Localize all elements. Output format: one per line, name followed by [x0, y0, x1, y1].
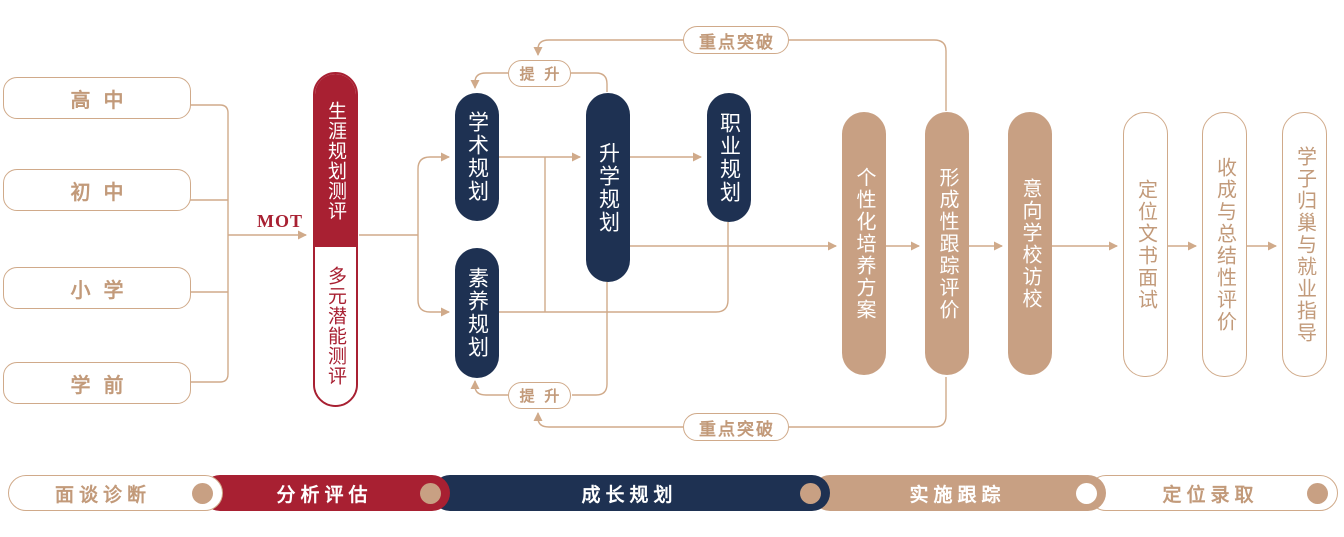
boost-top-badge: 提 升: [508, 60, 571, 87]
banner-label: 实施跟踪: [909, 484, 1006, 506]
node-formative-tracking: 形成性跟踪评价: [925, 112, 969, 375]
node-label: 素养规划: [465, 267, 490, 359]
boost-bottom-badge: 提 升: [508, 382, 571, 409]
node-employment-guidance: 学子归巢与就业指导: [1282, 112, 1327, 377]
node-career-planning: 职业规划: [707, 93, 751, 222]
career-assessment-label: 生涯规划测评: [325, 100, 346, 221]
banner-label: 成长规划: [581, 484, 678, 506]
stage-box-senior-high: 高中: [3, 77, 191, 119]
stage-box-primary: 小学: [3, 267, 191, 309]
banner-segment-analysis-evaluation: 分析评估: [202, 475, 450, 511]
node-school-visit: 意向学校访校: [1008, 112, 1052, 375]
boost-label: 提 升: [519, 389, 563, 405]
node-label: 学术规划: [465, 111, 490, 203]
assessment-pill: 生涯规划测评 多元潜能测评: [313, 72, 358, 407]
banner-label: 定位录取: [1162, 484, 1259, 506]
career-assessment-section: 生涯规划测评: [315, 74, 356, 247]
node-personalized-plan: 个性化培养方案: [842, 112, 886, 375]
node-label: 意向学校访校: [1019, 177, 1041, 310]
banner-segment-growth-planning: 成长规划: [432, 475, 830, 511]
banner-segment-implementation-tracking: 实施跟踪: [812, 475, 1106, 511]
breakthrough-top-badge: 重点突破: [683, 26, 789, 54]
breakthrough-bottom-badge: 重点突破: [683, 413, 789, 441]
stage-label: 小学: [70, 279, 137, 302]
banner-label: 面谈诊断: [54, 484, 151, 506]
node-label: 定位文书面试: [1134, 178, 1157, 311]
potential-assessment-label: 多元潜能测评: [325, 266, 346, 386]
breakthrough-label: 重点突破: [699, 32, 775, 52]
node-label: 职业规划: [717, 111, 742, 204]
node-summative-evaluation: 收成与总结性评价: [1202, 112, 1247, 377]
boost-label: 提 升: [519, 67, 563, 83]
banner-dot: [800, 482, 821, 504]
node-label: 收成与总结性评价: [1213, 156, 1236, 333]
node-label: 学子归巢与就业指导: [1293, 145, 1316, 344]
stage-box-preschool: 学前: [3, 362, 191, 404]
stage-label: 学前: [70, 374, 137, 397]
node-label: 个性化培养方案: [853, 166, 875, 321]
banner-segment-interview-diagnosis: 面谈诊断: [8, 475, 223, 511]
node-quality-planning: 素养规划: [455, 248, 499, 378]
banner-dot: [420, 482, 441, 504]
node-label: 形成性跟踪评价: [936, 166, 958, 321]
banner-dot: [1076, 482, 1097, 504]
stage-label: 初中: [70, 181, 137, 204]
node-label: 升学规划: [596, 141, 621, 234]
banner-dot: [192, 482, 213, 504]
breakthrough-label: 重点突破: [699, 419, 775, 439]
node-academic-planning: 学术规划: [455, 93, 499, 221]
banner-label: 分析评估: [276, 484, 373, 506]
banner-dot: [1307, 482, 1328, 504]
node-admission-planning: 升学规划: [586, 93, 630, 282]
mot-label: MOT: [257, 211, 303, 231]
stage-label: 高中: [70, 89, 137, 112]
banner-segment-positioning-admission: 定位录取: [1088, 475, 1338, 511]
potential-assessment-section: 多元潜能测评: [315, 247, 356, 405]
stage-box-junior-high: 初中: [3, 169, 191, 211]
node-positioning-interview: 定位文书面试: [1123, 112, 1168, 377]
